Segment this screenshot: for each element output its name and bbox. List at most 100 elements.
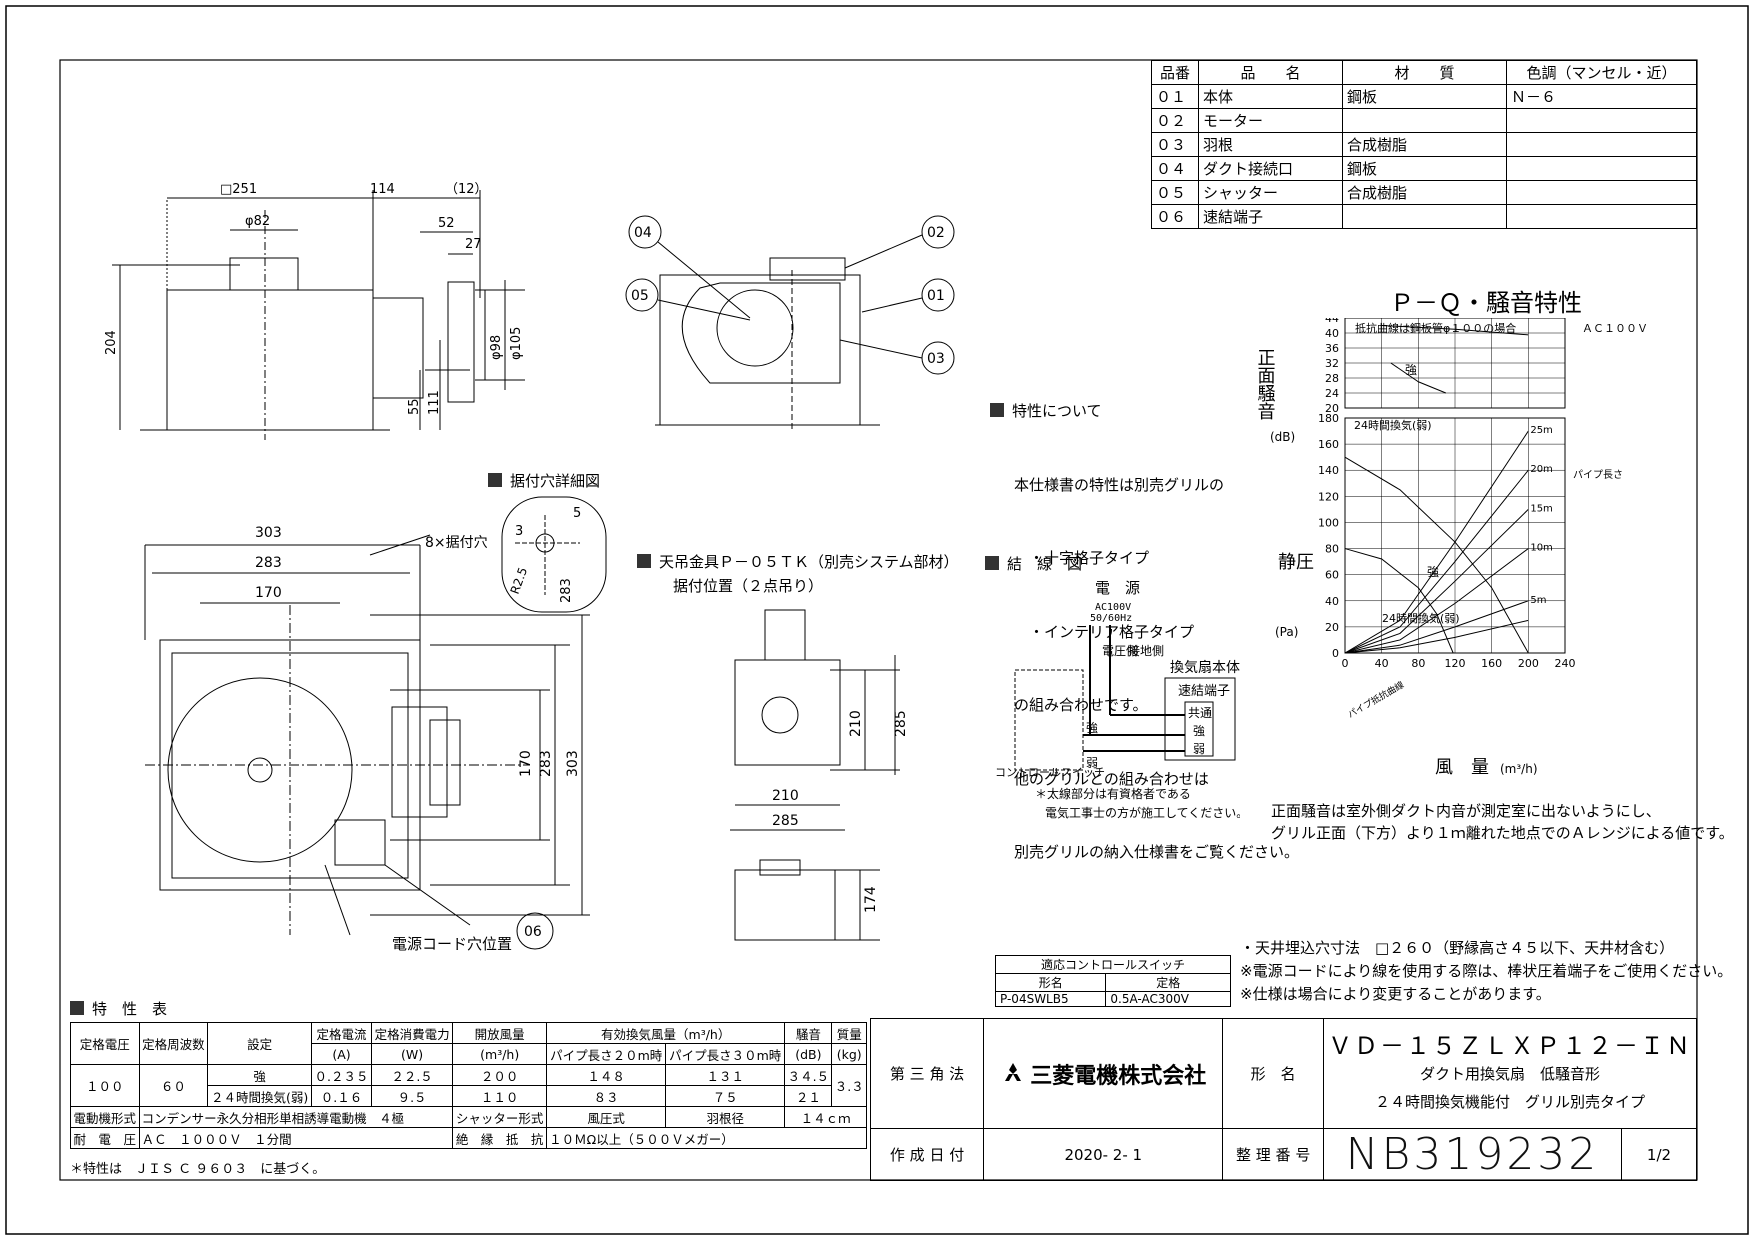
- svg-text:φ82: φ82: [245, 214, 270, 229]
- pq-y-tick-label: 180: [1318, 412, 1339, 425]
- svg-text:174: 174: [863, 886, 879, 913]
- pq-series-line: [1344, 509, 1529, 654]
- svg-text:303: 303: [565, 750, 581, 777]
- svg-text:3: 3: [515, 524, 523, 539]
- svg-text:170: 170: [518, 750, 534, 777]
- pq-series-line: [1344, 600, 1529, 654]
- svg-text:27: 27: [465, 237, 482, 252]
- pressure-label: 静圧: [1278, 552, 1314, 573]
- svg-text:8×据付穴: 8×据付穴: [425, 535, 488, 551]
- mount-detail-title: 据付穴詳細図: [488, 470, 600, 491]
- svg-text:強: 強: [1193, 724, 1205, 738]
- pq-y-tick-label: 60: [1325, 569, 1339, 582]
- svg-text:5: 5: [573, 506, 581, 521]
- svg-text:02: 02: [927, 225, 945, 241]
- pq-y-tick-label: 160: [1318, 438, 1339, 451]
- svg-text:06: 06: [524, 924, 542, 940]
- svg-text:電気工事士の方が施工してください。: 電気工事士の方が施工してください。: [1045, 805, 1240, 820]
- pq-series-line: [1344, 619, 1529, 654]
- pq-y-tick-label: 120: [1318, 490, 1339, 503]
- svg-text:55: 55: [407, 398, 422, 415]
- noise-label-strong: 強: [1405, 363, 1417, 377]
- svg-text:電源コード穴位置: 電源コード穴位置: [392, 935, 512, 953]
- pq-x-tick-label: 120: [1445, 657, 1466, 670]
- side-callouts: 04 05 02 01 03: [625, 215, 955, 375]
- pq-x-tick-label: 200: [1518, 657, 1539, 670]
- svg-text:AC100V: AC100V: [1095, 602, 1131, 613]
- noise-tick-label: 20: [1325, 402, 1339, 415]
- svg-text:283: 283: [538, 750, 554, 777]
- spec-footnote: ＊特性は ＪＩＳ Ｃ ９６０３ に基づく。: [70, 1162, 326, 1177]
- noise-series-line: [1390, 362, 1447, 394]
- svg-text:共通: 共通: [1188, 706, 1212, 720]
- pq-y-tick-label: 40: [1325, 595, 1339, 608]
- svg-text:速結端子: 速結端子: [1178, 684, 1230, 699]
- svg-text:210: 210: [772, 788, 799, 804]
- svg-text:204: 204: [104, 330, 119, 355]
- svg-text:風 量: 風 量: [1435, 757, 1489, 778]
- svg-text:□251: □251: [220, 182, 257, 197]
- svg-text:強: 強: [1086, 721, 1098, 735]
- pq-y-tick-label: 100: [1318, 516, 1339, 529]
- svg-text:＊太線部分は有資格者である: ＊太線部分は有資格者である: [1035, 786, 1191, 801]
- svg-text:285: 285: [893, 710, 909, 737]
- svg-text:電圧側: 電圧側: [1102, 644, 1138, 658]
- wiring-title: 結 線 図: [985, 553, 1082, 574]
- svg-text:03: 03: [927, 351, 945, 367]
- svg-text:114: 114: [370, 182, 395, 197]
- svg-text:303: 303: [255, 525, 282, 541]
- pq-x-tick-label: 0: [1342, 657, 1349, 670]
- svg-text:50/60Hz: 50/60Hz: [1090, 613, 1132, 624]
- svg-text:01: 01: [927, 288, 945, 304]
- pipe-length-label: 10m: [1530, 543, 1552, 554]
- mount-detail: 5 3 R2.5 283: [501, 496, 607, 613]
- wiring-diagram: 電 源 AC100V 50/60Hz 電圧側 接地側 換気扇本体 速結端子 共通…: [995, 579, 1240, 820]
- mitsubishi-logo-icon: [1000, 1062, 1026, 1083]
- resist-label: パイプ抵抗曲線: [1346, 679, 1407, 721]
- section-bullet-icon: [985, 556, 999, 570]
- pq-series-line: [1344, 548, 1529, 654]
- svg-text:04: 04: [634, 225, 652, 241]
- pq-label-weak: 24時間換気(弱): [1382, 611, 1460, 625]
- svg-text:弱: 弱: [1193, 742, 1205, 756]
- svg-text:210: 210: [848, 710, 864, 737]
- pq-series-line: [1344, 469, 1529, 654]
- noise-tick-label: 44: [1325, 318, 1339, 325]
- pq-x-tick-label: 40: [1375, 657, 1389, 670]
- bottom-view: 303 283 170 170 283 303 8×据付穴 電源コード穴位置 0…: [144, 525, 590, 953]
- install-notes: ・天井埋込穴寸法 □２６０（野縁高さ４５以下、天井材含む） ※電源コードにより線…: [1240, 939, 1733, 1003]
- pq-x-tick-label: 80: [1411, 657, 1425, 670]
- chart-title: Ｐ－Ｑ・騒音特性: [1390, 289, 1582, 317]
- noise-tick-label: 40: [1325, 327, 1339, 340]
- svg-text:接地側: 接地側: [1128, 643, 1164, 658]
- svg-text:電 源: 電 源: [1095, 579, 1140, 597]
- chart-note: 正面騒音は室外側ダクト内音が測定室に出ないようにし、 グリル正面（下方）より１ｍ…: [1271, 802, 1734, 842]
- svg-text:換気扇本体: 換気扇本体: [1170, 660, 1240, 676]
- noise-lines: [1381, 325, 1529, 394]
- pipe-length-label: 25m: [1530, 425, 1552, 436]
- pq-label-strong: 強: [1427, 565, 1439, 579]
- svg-text:ＡＣ１００Ｖ: ＡＣ１００Ｖ: [1582, 322, 1648, 335]
- svg-text:正面騒音: 正面騒音: [1255, 348, 1276, 420]
- svg-text:283: 283: [255, 555, 282, 571]
- pq-y-tick-label: 0: [1332, 647, 1339, 660]
- pipe-length-label: 15m: [1530, 503, 1552, 514]
- company-logo: 三菱電機株式会社: [983, 1018, 1224, 1129]
- svg-text:(dB): (dB): [1270, 430, 1295, 444]
- svg-text:283: 283: [559, 578, 574, 603]
- svg-text:（12）: （12）: [445, 182, 488, 197]
- pq-y-tick-label: 140: [1318, 464, 1339, 477]
- svg-text:52: 52: [438, 216, 455, 231]
- section-bullet-icon: [990, 403, 1004, 417]
- pq-y-tick-label: 20: [1325, 621, 1339, 634]
- pq-x-tick-label: 240: [1555, 657, 1576, 670]
